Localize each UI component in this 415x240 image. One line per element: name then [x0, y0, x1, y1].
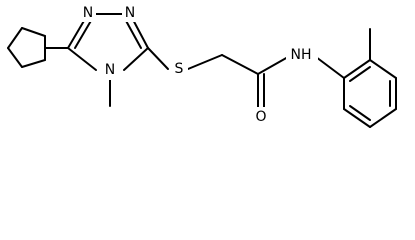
tolyl-ring: [343, 59, 397, 128]
label-background: [252, 107, 270, 127]
bond: [221, 54, 259, 75]
chemical-structure-diagram: N N N S NH O: [7, 4, 397, 128]
cyclopentyl-ring: [7, 27, 46, 68]
bond: [67, 47, 97, 71]
bond: [349, 66, 371, 82]
label-background: [80, 4, 96, 22]
atom-n1-label: N: [83, 5, 93, 21]
bond: [123, 47, 149, 71]
bond: [147, 47, 169, 70]
label-background: [100, 62, 120, 80]
bond: [349, 105, 371, 121]
bond: [369, 59, 397, 79]
atom-o-label: O: [255, 109, 266, 125]
label-background: [286, 46, 318, 66]
bond: [21, 27, 46, 37]
atom-n4-label: N: [105, 62, 115, 78]
label-background: [170, 60, 188, 78]
bond: [74, 18, 93, 49]
bond: [343, 59, 371, 79]
bond: [21, 59, 46, 68]
bond: [315, 56, 345, 79]
bond: [7, 27, 23, 49]
atom-nh-label: NH: [291, 47, 312, 63]
bond: [124, 18, 142, 49]
atom-n2-label: N: [125, 5, 135, 21]
bond: [343, 108, 371, 128]
label-background: [122, 4, 138, 22]
atom-s-label: S: [175, 61, 184, 77]
bond: [187, 54, 223, 70]
bond: [369, 108, 397, 128]
bond: [257, 56, 289, 75]
bond: [7, 47, 23, 68]
atom-labels: N N N S NH O: [80, 4, 318, 127]
